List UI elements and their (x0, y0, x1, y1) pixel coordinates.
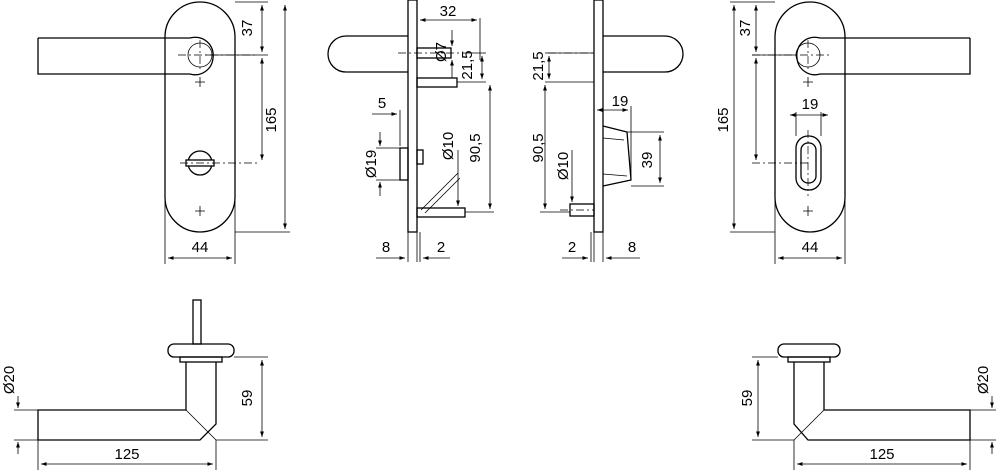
spindle-top (192, 299, 202, 345)
rosette-base (787, 356, 831, 363)
dim-125-label: 125 (869, 446, 894, 463)
rosette-top (167, 343, 235, 358)
top-view-left: Ø20 59 125 (1, 299, 268, 470)
dim-19-label: 19 (612, 93, 629, 110)
screw-mark-top (195, 77, 205, 87)
extension-lines (457, 52, 486, 83)
extension-lines (205, 1, 290, 233)
dim-44-label: 44 (192, 239, 209, 256)
dim-2-label: 2 (568, 239, 576, 256)
lever-side (327, 35, 408, 73)
extension-lines (593, 100, 632, 180)
extension-lines (590, 232, 604, 262)
dim-32-label: 32 (440, 3, 457, 20)
rosette-base (179, 356, 223, 363)
front-view-right: 37 165 19 44 (715, 1, 971, 264)
front-view-left: 37 165 44 (37, 1, 290, 264)
dim-d10-label: Ø10 (440, 132, 457, 160)
dim-165-label: 165 (263, 107, 280, 132)
dim-165-label: 165 (715, 107, 732, 132)
screw-mark-top (803, 77, 813, 87)
dim-59-label: 59 (239, 390, 256, 407)
lever-outline (37, 37, 190, 75)
bezel-detail (602, 137, 628, 177)
dim-d19-label: Ø19 (363, 150, 380, 178)
centerline (752, 130, 809, 196)
screw-mark-bottom (803, 206, 813, 216)
dim-44-label: 44 (802, 239, 819, 256)
extension-lines (730, 1, 796, 233)
screw-hatch (420, 172, 461, 214)
dim-37-label: 37 (737, 20, 754, 37)
cylinder-bezel (602, 125, 632, 187)
dim-d7-label: Ø7 (433, 42, 450, 62)
extension-lines (752, 356, 794, 441)
extension-lines (970, 409, 996, 441)
turn-spindle (416, 149, 424, 165)
dim-8-label: 8 (382, 239, 390, 256)
lever-top (793, 362, 971, 441)
dim-37-label: 37 (239, 20, 256, 37)
extension-lines (774, 200, 846, 264)
extension-lines (37, 440, 217, 470)
lever-side (603, 35, 684, 73)
dim-d10-label: Ø10 (555, 152, 572, 180)
turn-knob-side (399, 147, 409, 181)
lever-boss (796, 36, 821, 76)
side-view-a: 32 Ø7 21,5 5 Ø19 Ø10 90,5 8 2 (327, 0, 494, 262)
dim-90-5-label: 90,5 (467, 133, 484, 162)
extension-lines (795, 112, 822, 136)
screw-post-bottom (416, 207, 466, 218)
lever-outline (820, 37, 971, 75)
extension-lines (14, 409, 38, 441)
cylinder-outline (795, 135, 822, 191)
dim-8-label: 8 (628, 239, 636, 256)
lever-top (37, 362, 217, 441)
extension-lines (216, 356, 268, 441)
plate-section (407, 0, 418, 233)
extension-lines (164, 200, 236, 264)
escutcheon-plate (774, 1, 846, 233)
dim-90-5-label: 90,5 (530, 133, 547, 162)
dim-19-label: 19 (802, 96, 819, 113)
dim-5-label: 5 (378, 95, 386, 112)
extension-lines (627, 131, 664, 187)
top-view-right: 59 Ø20 125 (739, 343, 996, 470)
plate-section (593, 0, 604, 233)
extension-lines (399, 110, 409, 146)
screw-mark-bottom (195, 206, 205, 216)
extension-lines (407, 232, 421, 262)
extension-lines (376, 147, 400, 181)
extension-lines (545, 52, 576, 83)
dim-d20-label: Ø20 (1, 366, 18, 394)
escutcheon-plate (164, 1, 236, 233)
dim-21-5-label: 21,5 (459, 50, 476, 79)
extension-lines (793, 440, 971, 470)
screw-post-top (416, 77, 458, 88)
lever-bend (793, 409, 825, 441)
dim-2-label: 2 (437, 239, 445, 256)
dim-39-label: 39 (639, 152, 656, 169)
dim-59-label: 59 (739, 390, 756, 407)
lever-boss (189, 36, 214, 76)
dim-d20-label: Ø20 (975, 366, 992, 394)
dim-21-5-label: 21,5 (530, 51, 547, 80)
dim-125-label: 125 (114, 446, 139, 463)
spindle-marks (576, 52, 594, 83)
lever-bend (185, 409, 217, 441)
side-view-b: 21,5 19 39 90,5 Ø10 2 8 (530, 0, 684, 262)
rosette-top (777, 343, 841, 358)
